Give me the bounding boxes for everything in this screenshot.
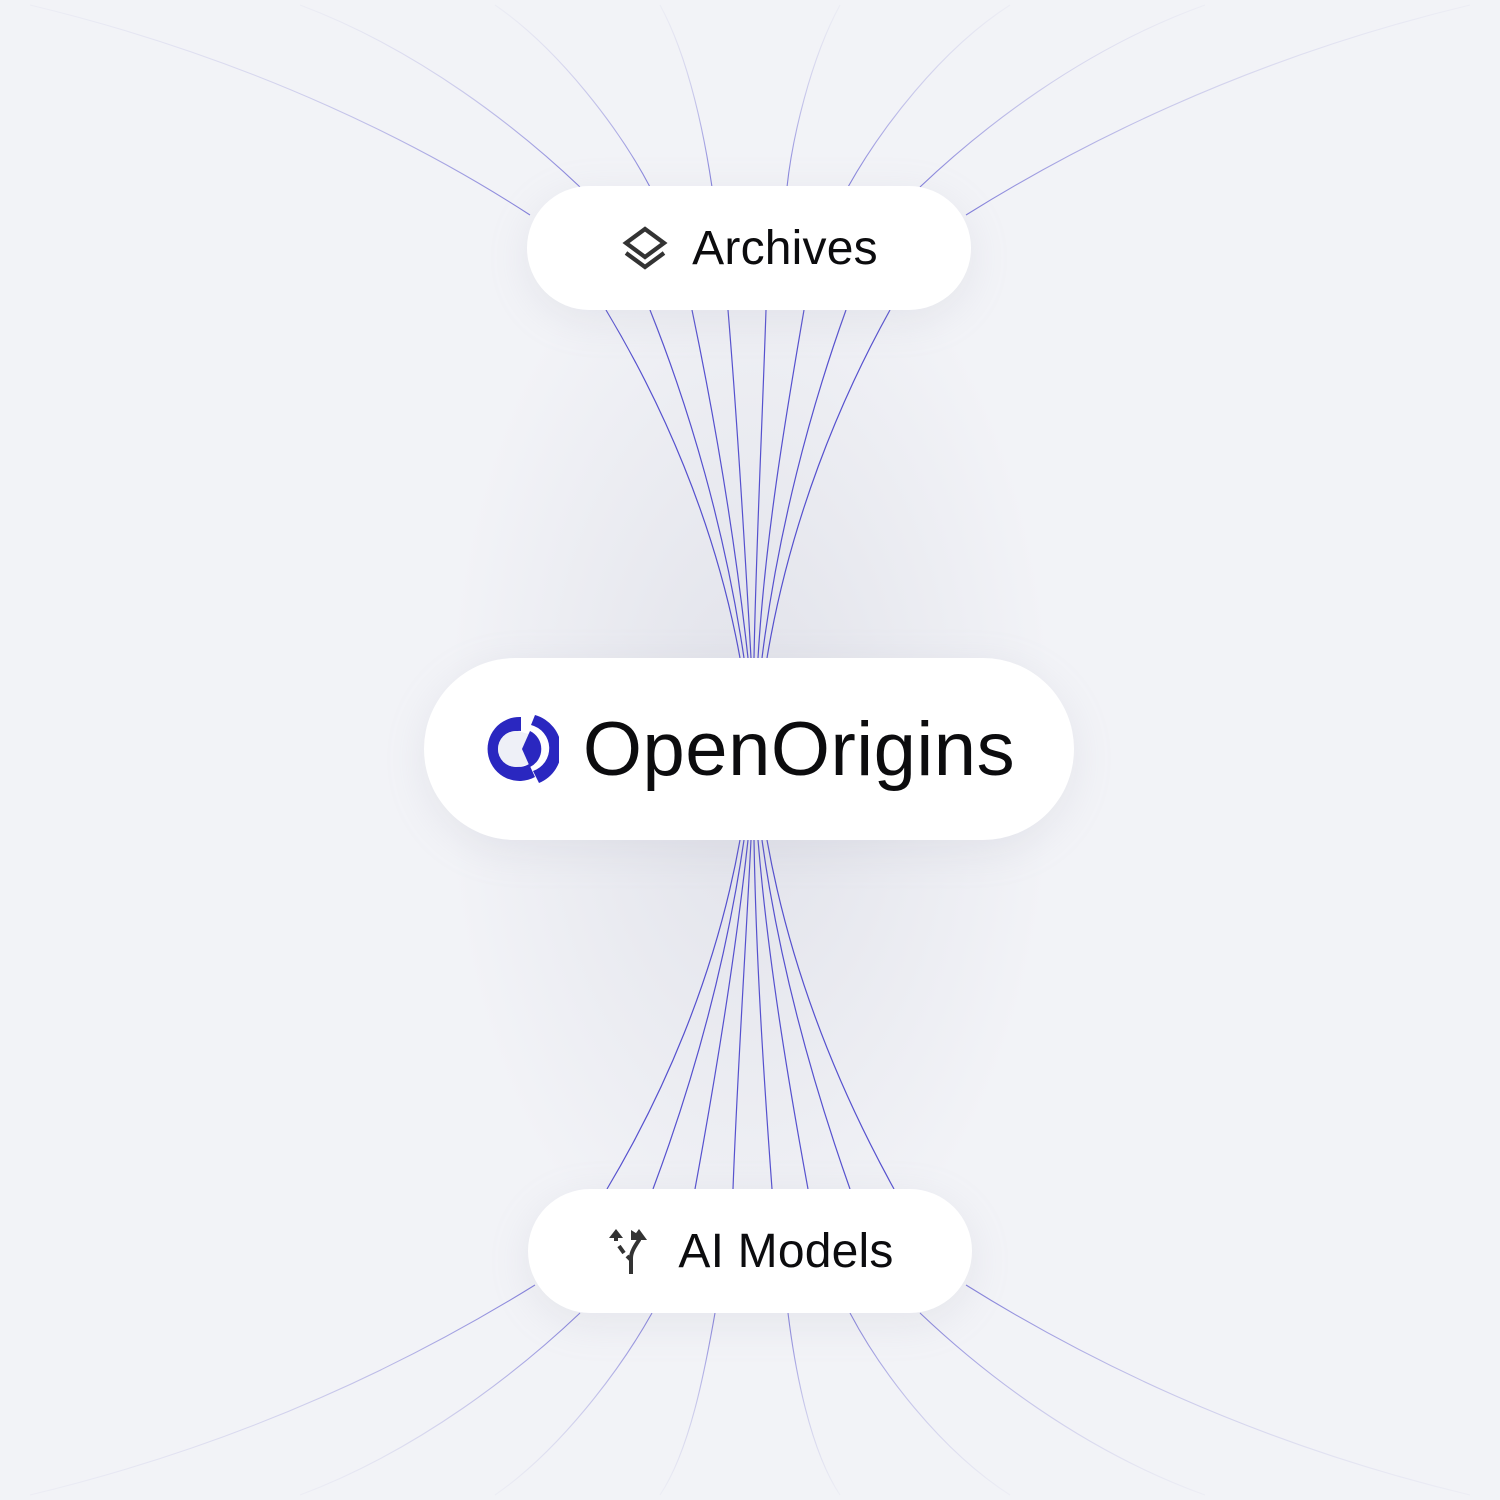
archives-node[interactable]: Archives <box>527 186 971 310</box>
fork-arrows-icon <box>606 1226 652 1276</box>
layers-icon <box>620 223 670 273</box>
archives-to-openorigins-lines <box>605 309 891 659</box>
openorigins-to-ai-models-lines <box>606 839 895 1190</box>
incoming-lines <box>29 4 1471 216</box>
outgoing-lines <box>29 1284 1471 1496</box>
openorigins-node[interactable]: OpenOrigins <box>424 658 1074 840</box>
ai-models-label: AI Models <box>678 1224 894 1278</box>
openorigins-logo-icon <box>483 711 559 787</box>
archives-label: Archives <box>692 221 878 275</box>
ai-models-node[interactable]: AI Models <box>528 1189 972 1313</box>
openorigins-label: OpenOrigins <box>582 706 1016 792</box>
